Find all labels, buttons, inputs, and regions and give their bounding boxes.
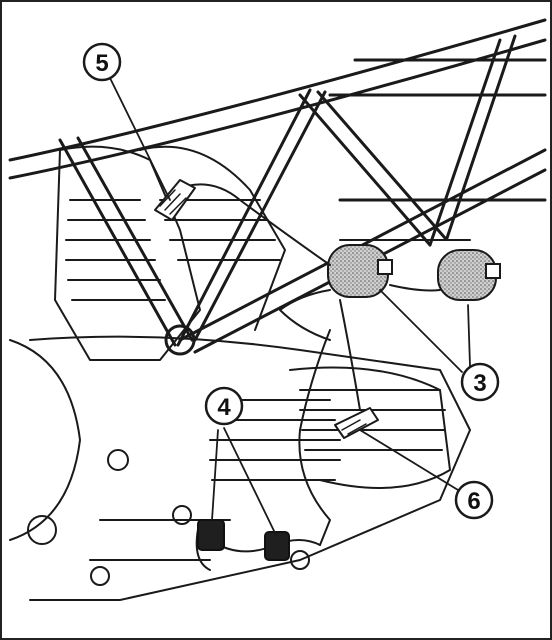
callout-3-label: 3: [473, 370, 486, 397]
callout-4: 4: [204, 386, 244, 426]
ignition-coils: [327, 239, 501, 301]
engine-block: [9, 145, 471, 601]
spark-plug-caps: [154, 179, 379, 439]
callout-3: 3: [460, 362, 500, 402]
wiring-connectors: [197, 519, 290, 561]
callout-4-label: 4: [217, 394, 231, 421]
spark-plug-cap-lower: [334, 407, 379, 439]
callout-5-label: 5: [95, 50, 108, 77]
leader-lines: [109, 77, 471, 536]
callout-6: 6: [454, 480, 494, 520]
connector-right: [264, 531, 290, 561]
callout-5: 5: [82, 42, 122, 82]
callout-6-label: 6: [467, 488, 480, 515]
connector-left: [197, 519, 225, 551]
ht-leads: [174, 183, 441, 571]
